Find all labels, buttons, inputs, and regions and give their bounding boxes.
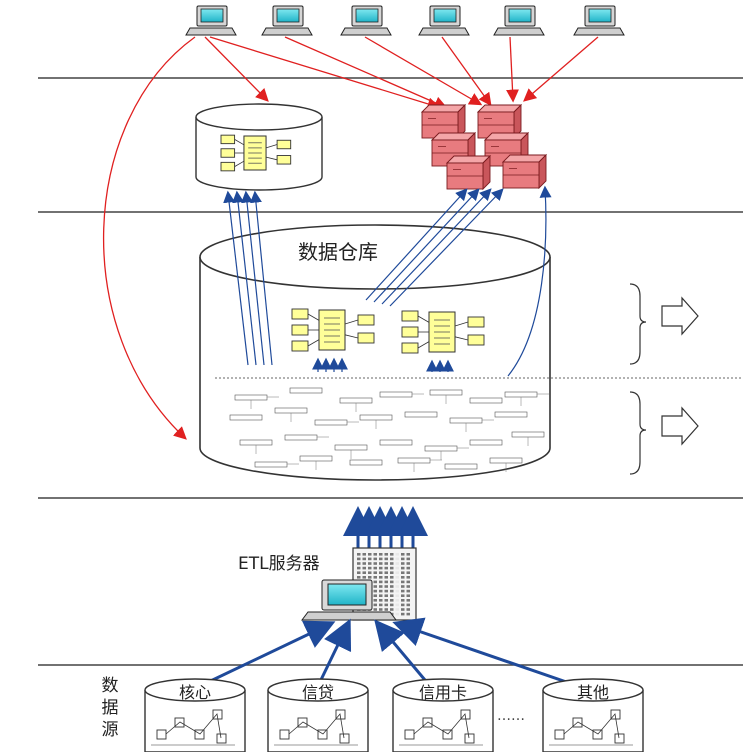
blue-arrows-up [223, 185, 552, 377]
source-db-cylinder [392, 678, 494, 753]
data-sources [144, 678, 644, 753]
etl-server-label: ETL服务器 [238, 554, 320, 574]
source-label-credit-card: 信用卡 [418, 683, 467, 702]
client-computer-icon [573, 5, 625, 36]
source-db-cylinder [144, 678, 246, 753]
client-computer-icon [493, 5, 545, 36]
etl-server-icon [301, 547, 417, 621]
source-label-other: 其他 [576, 683, 609, 702]
side-braces [629, 283, 699, 475]
source-db-cylinder [267, 678, 369, 753]
client-computer-icon [340, 5, 392, 36]
source-label-credit: 信贷 [301, 683, 334, 702]
source-label-core: 核心 [178, 683, 211, 702]
data-mart-cylinder [195, 103, 323, 191]
client-computer-icon [261, 5, 313, 36]
warehouse-cylinder [199, 224, 743, 481]
olap-cubes [420, 103, 548, 191]
source-arrows [199, 617, 579, 688]
red-arrows [102, 36, 599, 440]
etl-load-arrows [343, 506, 428, 548]
client-computer-icon [418, 5, 470, 36]
client-computer-icon [185, 5, 237, 36]
source-db-cylinder [542, 678, 644, 753]
client-computers [185, 5, 625, 36]
data-source-side-label: 数据源 [101, 676, 119, 740]
layer-separators [38, 77, 743, 666]
warehouse-title: 数据仓库 [298, 240, 378, 264]
more-sources-ellipsis: …… [497, 708, 525, 724]
